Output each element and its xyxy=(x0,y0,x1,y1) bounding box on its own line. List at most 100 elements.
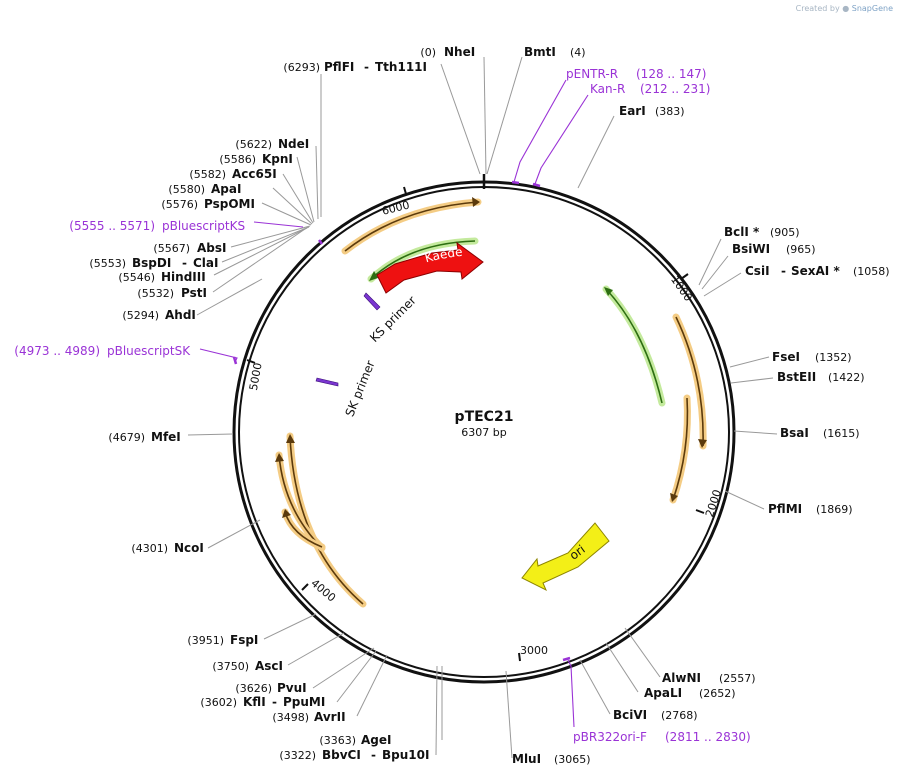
site-kfli-pos: (3602) xyxy=(200,696,237,709)
site-ahdi-pos: (5294) xyxy=(122,309,159,322)
credit-prefix: Created by xyxy=(795,4,840,13)
site-apai[interactable]: (5580) ApaI xyxy=(168,182,241,196)
site-kpni[interactable]: (5586) KpnI xyxy=(219,152,292,166)
primer-pbr322ori-f[interactable]: pBR322ori-F (2811 .. 2830) xyxy=(573,730,751,744)
site-alwni[interactable]: AlwNI (2557) xyxy=(662,671,756,685)
site-csii-name: CsiI xyxy=(745,264,770,278)
site-bspdi[interactable]: (5553) BspDI - ClaI xyxy=(89,256,218,270)
site-bbvci[interactable]: (3322) BbvCI - Bpu10I xyxy=(279,748,429,762)
site-bsiwi[interactable]: BsiWI (965) xyxy=(732,242,816,256)
site-bsteii[interactable]: BstEII (1422) xyxy=(777,370,865,384)
site-ncoi[interactable]: (4301) NcoI xyxy=(131,541,203,555)
site-kfli[interactable]: (3602) KflI - PpuMI xyxy=(200,695,325,709)
site-labels: (0) NheI BmtI (4) (6293) PflFI - Tth111I… xyxy=(89,45,889,766)
site-pflmi-pos: (1869) xyxy=(816,503,853,516)
site-pvui-pos: (3626) xyxy=(235,682,272,695)
site-fspi[interactable]: (3951) FspI xyxy=(187,633,258,647)
site-mlui-name: MluI xyxy=(512,752,541,766)
site-bbvci-name2: Bpu10I xyxy=(382,748,429,762)
site-eari-name: EarI xyxy=(619,104,646,118)
site-mfei[interactable]: (4679) MfeI xyxy=(108,430,180,444)
site-apai-name: ApaI xyxy=(211,182,241,196)
site-psti[interactable]: (5532) PstI xyxy=(137,286,207,300)
site-avrii[interactable]: (3498) AvrII xyxy=(272,710,345,724)
sk-primer-label: SK primer xyxy=(343,358,378,418)
site-pflfi-dash: - xyxy=(364,60,369,74)
site-mlui-pos: (3065) xyxy=(554,753,591,766)
site-pvui[interactable]: (3626) PvuI xyxy=(235,681,306,695)
site-fsei[interactable]: FseI (1352) xyxy=(772,350,852,364)
site-bcivi[interactable]: BciVI (2768) xyxy=(613,708,698,722)
site-agei[interactable]: (3363) AgeI xyxy=(319,733,391,747)
site-pspomi-pos: (5576) xyxy=(161,198,198,211)
site-agei-pos: (3363) xyxy=(319,734,356,747)
site-nhei[interactable]: (0) NheI xyxy=(420,45,475,59)
primer-labels: pENTR-R (128 .. 147) Kan-R (212 .. 231) … xyxy=(14,67,750,744)
site-bsai[interactable]: BsaI (1615) xyxy=(780,426,860,440)
site-bbvci-dash: - xyxy=(371,748,376,762)
site-bmti[interactable]: BmtI (4) xyxy=(524,45,586,59)
site-acc65i-pos: (5582) xyxy=(189,168,226,181)
site-eari-pos: (383) xyxy=(655,105,685,118)
site-acc65i[interactable]: (5582) Acc65I xyxy=(189,167,276,181)
site-csii-pos: (1058) xyxy=(853,265,890,278)
snapgene-credit: Created by ● SnapGene xyxy=(796,4,893,13)
site-csii-name2: SexAI * xyxy=(791,264,840,278)
site-ndei[interactable]: (5622) NdeI xyxy=(235,137,309,151)
site-ahdi[interactable]: (5294) AhdI xyxy=(122,308,195,322)
tick-label-3000: 3000 xyxy=(520,644,548,657)
site-bsiwi-name: BsiWI xyxy=(732,242,770,256)
primer-markers xyxy=(232,180,571,662)
site-bspdi-name2: ClaI xyxy=(193,256,218,270)
site-kfli-dash: - xyxy=(272,695,277,709)
primer-pbluescriptks[interactable]: (5555 .. 5571) pBluescriptKS xyxy=(69,219,245,233)
site-apali[interactable]: ApaLI (2652) xyxy=(644,686,736,700)
site-bmti-name: BmtI xyxy=(524,45,556,59)
site-eari[interactable]: EarI (383) xyxy=(619,104,685,118)
site-bcivi-pos: (2768) xyxy=(661,709,698,722)
green-arcs xyxy=(367,237,666,407)
site-bsai-pos: (1615) xyxy=(823,427,860,440)
site-hindiii[interactable]: (5546) HindIII xyxy=(118,270,205,284)
site-mfei-name: MfeI xyxy=(151,430,181,444)
site-fsei-pos: (1352) xyxy=(815,351,852,364)
site-absi-name: AbsI xyxy=(197,241,226,255)
site-avrii-name: AvrII xyxy=(314,710,346,724)
site-bsteii-name: BstEII xyxy=(777,370,816,384)
site-bspdi-name: BspDI xyxy=(132,256,171,270)
site-fsei-name: FseI xyxy=(772,350,800,364)
site-apali-name: ApaLI xyxy=(644,686,682,700)
site-absi[interactable]: (5567) AbsI xyxy=(153,241,226,255)
site-csii[interactable]: CsiI - SexAI * (1058) xyxy=(745,264,890,278)
site-bbvci-pos: (3322) xyxy=(279,749,316,762)
primer-pentr-r-range: (128 .. 147) xyxy=(636,67,706,81)
orf-arc-right-2 xyxy=(669,394,691,504)
site-csii-dash: - xyxy=(781,264,786,278)
site-psti-pos: (5532) xyxy=(137,287,174,300)
site-pspomi[interactable]: (5576) PspOMI xyxy=(161,197,255,211)
site-pflmi-name: PflMI xyxy=(768,502,802,516)
primer-kan-r[interactable]: Kan-R (212 .. 231) xyxy=(590,82,710,96)
site-bcli[interactable]: BclI * (905) xyxy=(724,225,800,239)
site-pflmi[interactable]: PflMI (1869) xyxy=(768,502,853,516)
site-alwni-pos: (2557) xyxy=(719,672,756,685)
primer-pbluescriptsk-range: (4973 .. 4989) xyxy=(14,344,100,358)
plasmid-name: pTEC21 xyxy=(455,409,514,425)
site-ndei-name: NdeI xyxy=(278,137,309,151)
site-fspi-name: FspI xyxy=(230,633,258,647)
site-asci[interactable]: (3750) AscI xyxy=(212,659,283,673)
orf-arc-right-1 xyxy=(672,313,707,450)
site-absi-pos: (5567) xyxy=(153,242,190,255)
tick-label-4000: 4000 xyxy=(308,577,338,605)
site-bcli-name: BclI * xyxy=(724,225,760,239)
primer-pbluescriptks-range: (5555 .. 5571) xyxy=(69,219,155,233)
site-kpni-name: KpnI xyxy=(262,152,293,166)
site-agei-name: AgeI xyxy=(361,733,391,747)
site-mlui[interactable]: MluI (3065) xyxy=(512,752,591,766)
sk-primer: SK primer xyxy=(315,358,378,419)
primer-pbluescriptsk[interactable]: (4973 .. 4989) pBluescriptSK xyxy=(14,344,191,358)
site-pflfi[interactable]: (6293) PflFI - Tth111I xyxy=(283,60,427,74)
site-asci-name: AscI xyxy=(255,659,283,673)
primer-pbr322ori-f-name: pBR322ori-F xyxy=(573,730,647,744)
primer-pentr-r[interactable]: pENTR-R (128 .. 147) xyxy=(566,67,706,81)
